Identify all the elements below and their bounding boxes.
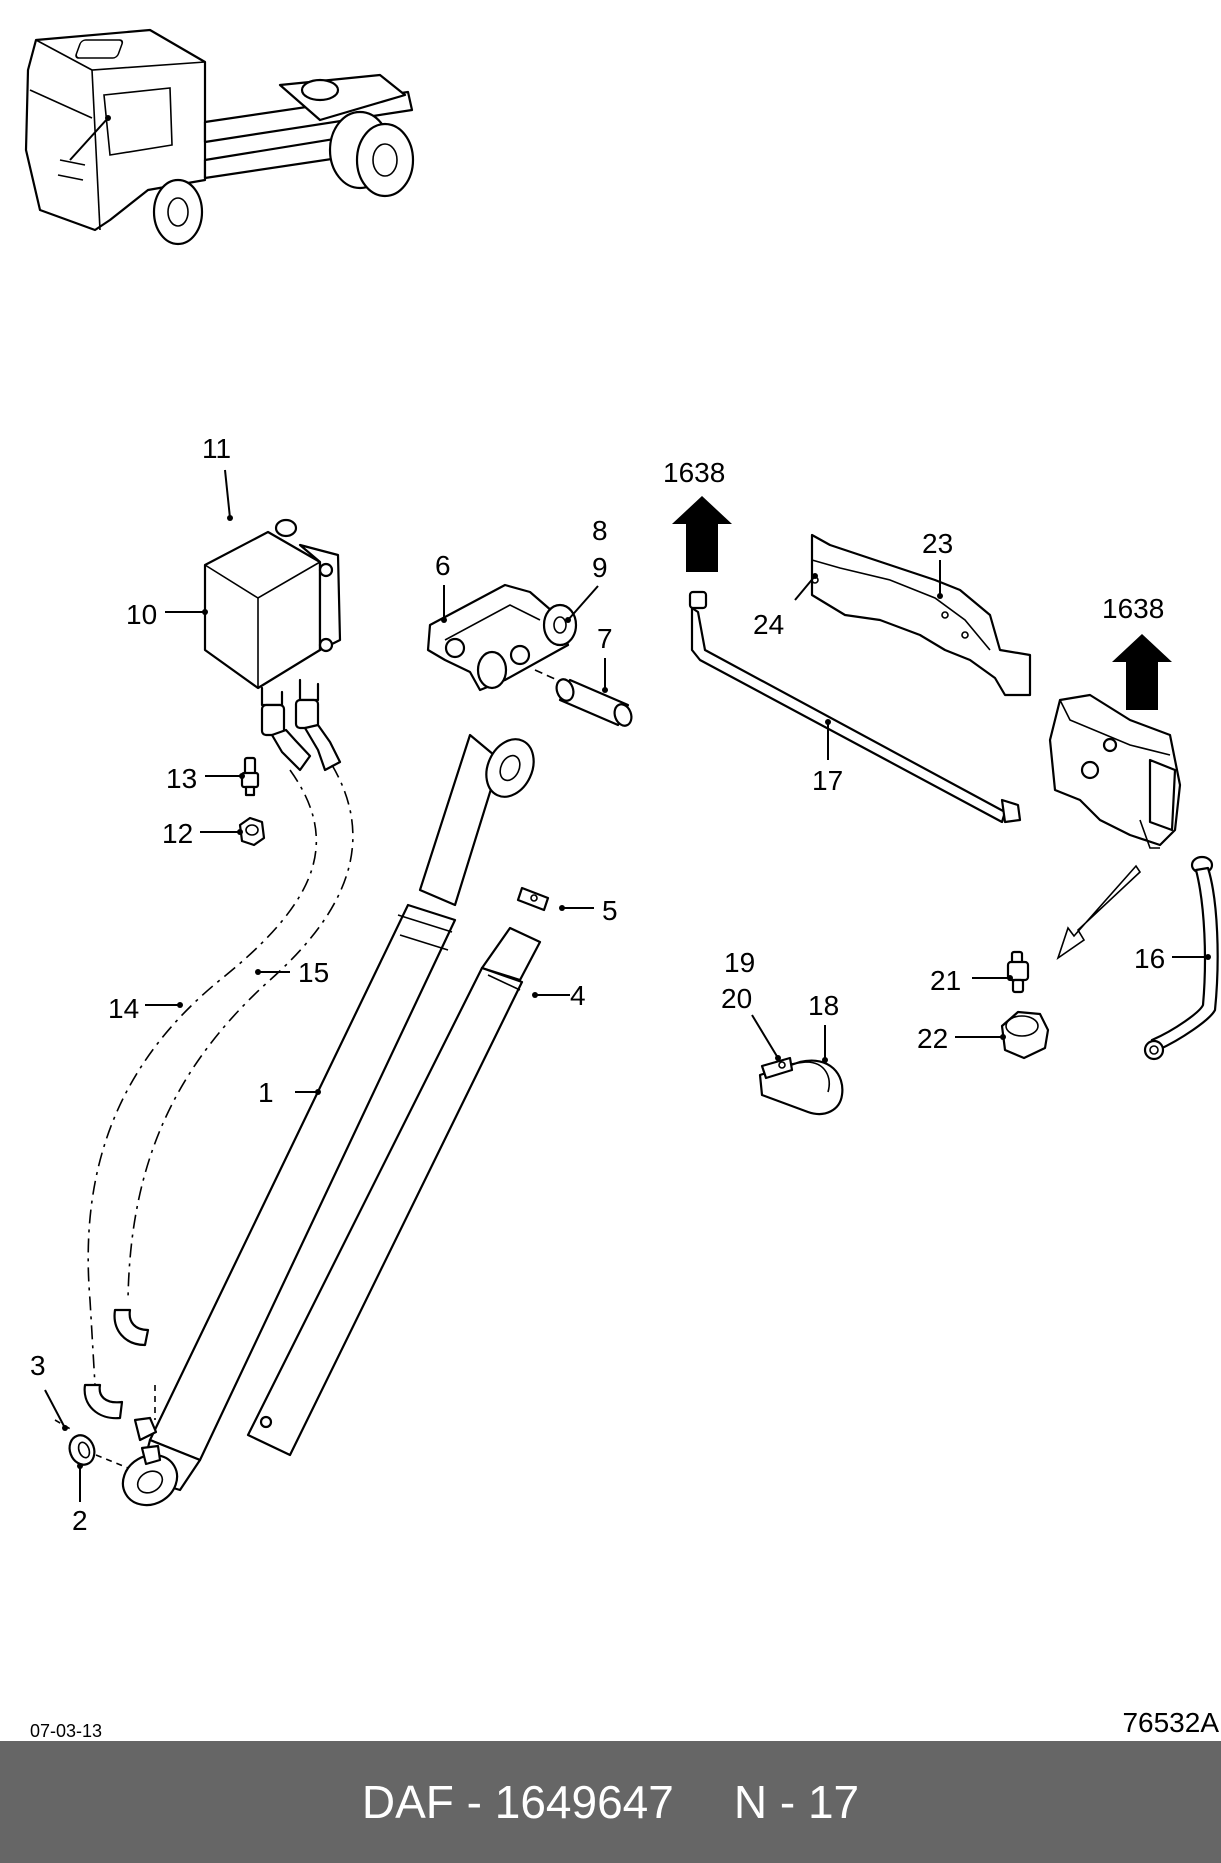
pin-5: [516, 886, 550, 912]
callout-16: 16: [1134, 943, 1165, 974]
callout-20: 20: [721, 983, 752, 1014]
hose-14: [87, 769, 318, 1386]
callout-11: 11: [202, 433, 231, 464]
part-number-bar: DAF - 1649647 N - 17: [0, 1741, 1221, 1863]
bracket-6: [426, 583, 578, 692]
callout-24: 24: [753, 609, 784, 640]
callout-14: 14: [108, 993, 139, 1024]
callout-1: 1: [258, 1077, 274, 1108]
callout-22: 22: [917, 1023, 948, 1054]
callout-10: 10: [126, 599, 157, 630]
callout-4: 4: [570, 980, 586, 1011]
pipe-17: [688, 590, 1022, 824]
callout-19: 19: [724, 947, 755, 978]
callout-9: 9: [592, 552, 608, 583]
callout-13: 13: [166, 763, 197, 794]
pipe-16: [1143, 855, 1219, 1061]
nut-22: [1000, 1010, 1050, 1060]
callout-18: 18: [808, 990, 839, 1021]
leader-lines: [44, 469, 1211, 1502]
drawing-date: 07-03-13: [30, 1721, 103, 1741]
parts-diagram: 1 2 3 4 5 6 7 8 9 10 11 12 13 14 15 16 1…: [24, 28, 1219, 1536]
fitting-21: [1006, 950, 1030, 994]
ref-arrow-2: [1112, 634, 1172, 710]
fitting-13: [240, 756, 260, 797]
nut-12: [238, 816, 266, 847]
ref-label-1638-a: 1638: [663, 457, 725, 488]
pin-7: [555, 678, 633, 727]
hose-end-lower: [83, 1383, 124, 1420]
plate-23: [810, 533, 1032, 697]
callout-23: 23: [922, 528, 953, 559]
callout-6: 6: [435, 550, 451, 581]
callout-5: 5: [602, 895, 618, 926]
callout-labels: 1 2 3 4 5 6 7 8 9 10 11 12 13 14 15 16 1…: [30, 433, 1165, 1536]
section-code: N - 17: [733, 1776, 860, 1828]
clamp-18: [758, 1056, 844, 1116]
hose-15: [127, 764, 354, 1301]
tilt-cylinder: [121, 733, 535, 1507]
ring-2: [68, 1434, 96, 1466]
hose-end-upper: [113, 1308, 150, 1347]
cylinder-sleeve: [246, 926, 542, 1457]
drawing-code: 76532A: [1122, 1707, 1219, 1738]
callout-12: 12: [162, 818, 193, 849]
callout-7: 7: [597, 623, 613, 654]
callout-17: 17: [812, 765, 843, 796]
lock-unit: [1048, 693, 1182, 849]
ref-arrow-1: [672, 496, 732, 572]
ref-label-1638-b: 1638: [1102, 593, 1164, 624]
truck-thumbnail: [24, 28, 415, 246]
brand-part-number: DAF - 1649647: [361, 1776, 674, 1828]
pump-unit: [203, 518, 342, 772]
callout-8: 8: [592, 515, 608, 546]
hollow-arrow: [1056, 864, 1142, 961]
callout-21: 21: [930, 965, 961, 996]
callout-15: 15: [298, 957, 329, 988]
callout-2: 2: [72, 1505, 88, 1536]
callout-3: 3: [30, 1350, 46, 1381]
